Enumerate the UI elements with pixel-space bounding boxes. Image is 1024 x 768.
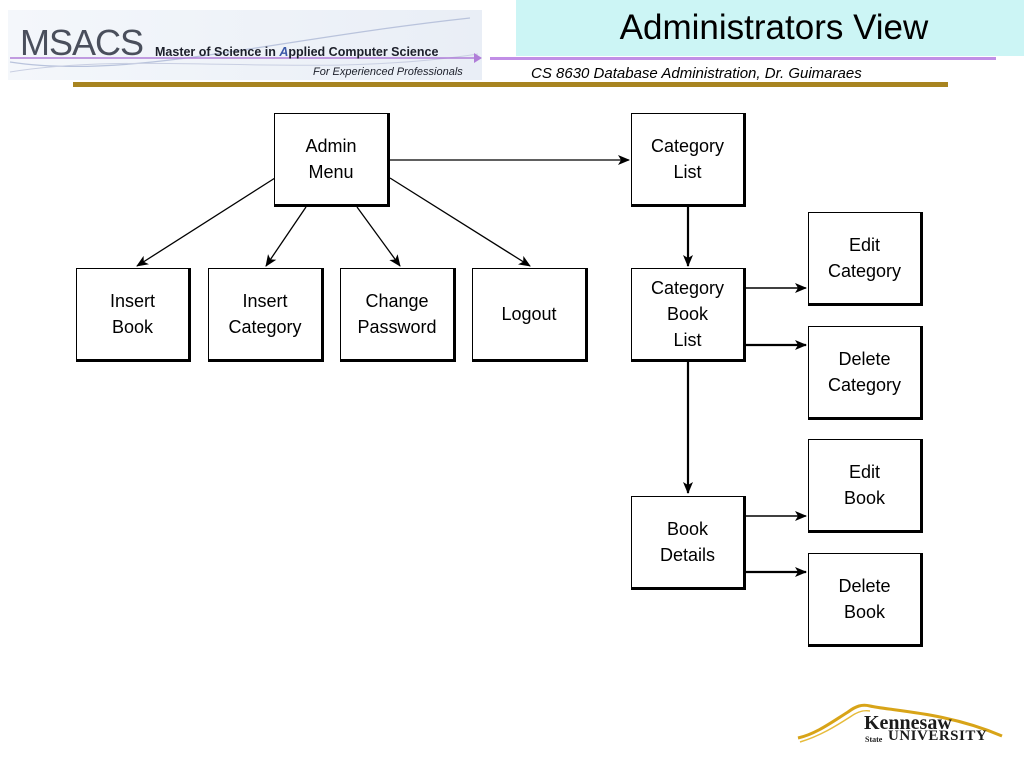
- violet-divider: [490, 57, 996, 60]
- node-change-password: Change Password: [340, 268, 456, 362]
- node-insert-book: Insert Book: [76, 268, 191, 362]
- course-subtitle: CS 8630 Database Administration, Dr. Gui…: [531, 65, 862, 82]
- node-book-details: Book Details: [631, 496, 746, 590]
- edge-admin-to-insert-category: [265, 206, 307, 267]
- kennesaw-state-logo: Kennesaw State UNIVERSITY: [796, 702, 1008, 750]
- node-admin-menu: Admin Menu: [274, 113, 390, 207]
- ksu-logo-university: UNIVERSITY: [888, 728, 988, 744]
- node-category-list: Category List: [631, 113, 746, 207]
- edge-admin-to-logout: [389, 177, 531, 267]
- ksu-mountain-graphic: [797, 703, 1003, 743]
- node-delete-book: Delete Book: [808, 553, 923, 647]
- page-title: Administrators View: [619, 8, 929, 47]
- ksu-logo-kennesaw: Kennesaw: [864, 712, 952, 734]
- logo-tagline: For Experienced Professionals: [313, 66, 463, 78]
- msacs-logo: MSACS Master of Science in Applied Compu…: [8, 10, 482, 80]
- node-delete-category: Delete Category: [808, 326, 923, 420]
- node-edit-book: Edit Book: [808, 439, 923, 533]
- gold-divider: [73, 82, 948, 87]
- logo-swoosh-graphic: [9, 17, 482, 73]
- ksu-logo-state: State: [865, 735, 883, 744]
- logo-program-name: Master of Science in Applied Computer Sc…: [155, 45, 439, 59]
- node-insert-category: Insert Category: [208, 268, 324, 362]
- edge-admin-to-change-password: [356, 206, 401, 267]
- edge-admin-to-insert-book: [136, 177, 276, 267]
- title-banner: Administrators View: [516, 0, 1024, 56]
- node-logout: Logout: [472, 268, 588, 362]
- node-category-book-list: Category Book List: [631, 268, 746, 362]
- logo-mark: MSACS: [20, 22, 144, 63]
- node-edit-category: Edit Category: [808, 212, 923, 306]
